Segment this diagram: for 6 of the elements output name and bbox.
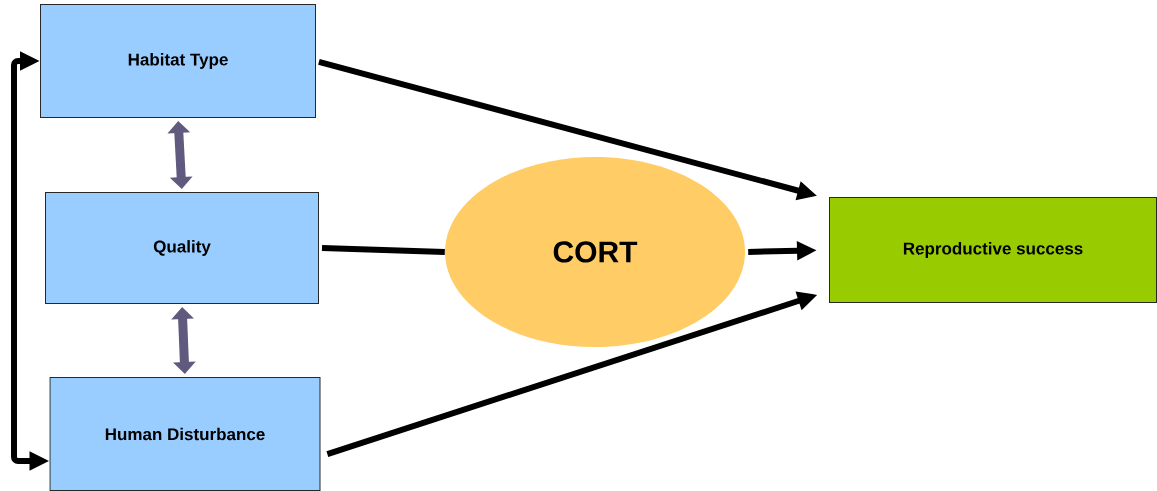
arrow <box>171 307 196 374</box>
quality-box: Quality <box>45 192 319 304</box>
habitat-box: Habitat Type <box>40 4 316 118</box>
outcome-box: Reproductive success <box>829 197 1157 303</box>
disturbance-box: Human Disturbance <box>49 377 321 491</box>
arrow <box>167 121 193 189</box>
